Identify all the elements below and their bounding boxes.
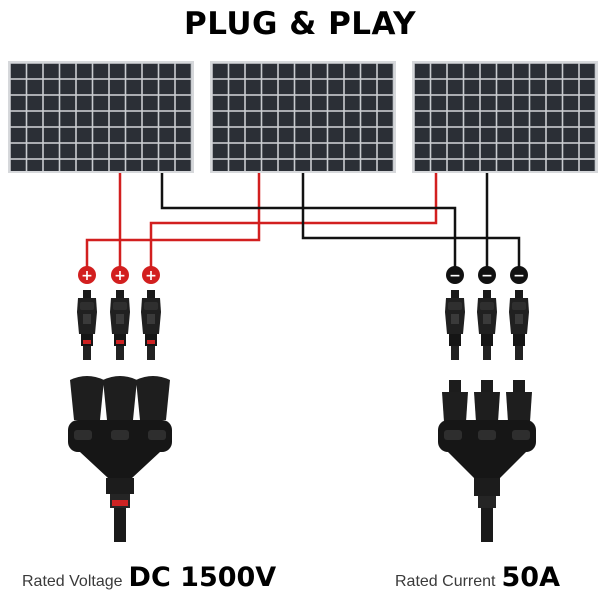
page-title: PLUG & PLAY [183, 6, 417, 42]
t-branch-connector-icon [68, 376, 172, 542]
negative-wires [160, 173, 521, 268]
t-branch-connector-icon [438, 380, 536, 542]
svg-text:+: + [114, 268, 126, 284]
svg-text:+: + [145, 268, 157, 284]
solar-panel-right [412, 61, 598, 173]
rated-voltage-label: Rated Voltage [22, 573, 123, 590]
positive-wires [85, 173, 438, 268]
negative-terminal-icon: − − − [446, 266, 528, 284]
svg-text:−: − [513, 268, 525, 284]
rated-current-value: 50A [501, 562, 560, 593]
mc4-connector-icon [445, 290, 529, 360]
solar-panel-left [8, 61, 194, 173]
rated-current-label: Rated Current [395, 573, 496, 590]
svg-text:−: − [481, 268, 493, 284]
rated-current-spec: Rated Current 50A [395, 562, 560, 593]
rated-voltage-spec: Rated Voltage DC 1500V [22, 562, 276, 593]
positive-terminal-icon: + + + [78, 266, 160, 284]
mc4-connector-icon [77, 290, 161, 360]
svg-text:+: + [81, 268, 93, 284]
svg-text:−: − [449, 268, 461, 284]
rated-voltage-value: DC 1500V [128, 562, 277, 593]
solar-panel-center [210, 61, 396, 173]
